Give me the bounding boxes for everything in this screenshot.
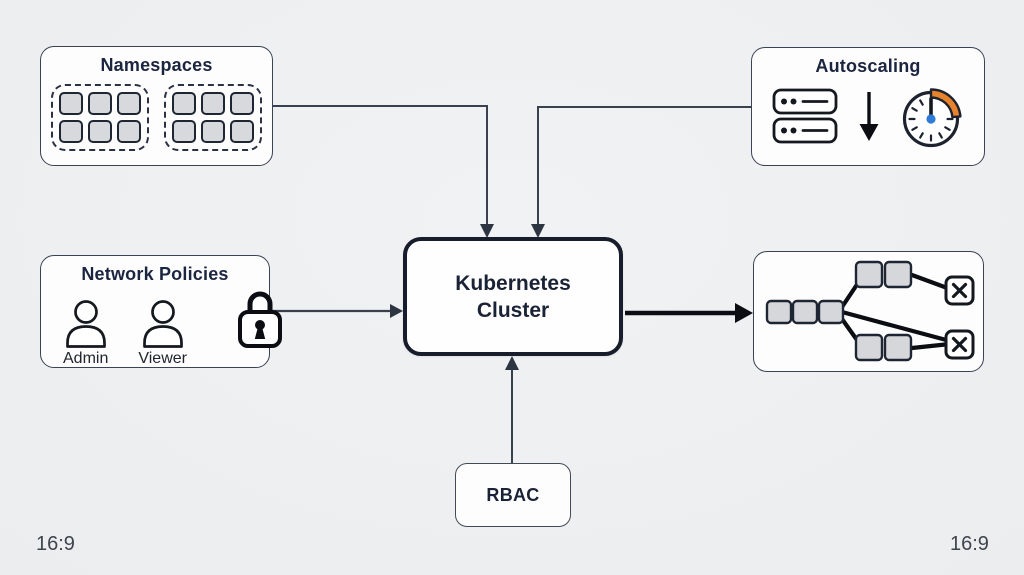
kubernetes-cluster-box: Kubernetes Cluster [403,237,623,356]
pod-icon [88,92,112,115]
pod-icon [88,120,112,143]
kubernetes-cluster-title: Kubernetes Cluster [455,271,571,322]
namespaces-title: Namespaces [100,55,213,75]
aspect-ratio-label-left: 16:9 [36,533,75,555]
rbac-box: RBAC [455,463,571,527]
autoscaling-icons-row [752,77,984,149]
pod-icon [201,120,225,143]
lock-icon [237,291,282,348]
arrowhead-namespaces-to-cluster [480,224,494,238]
namespace-group [51,84,149,151]
aspect-ratio-label-right: 16:9 [950,533,989,555]
scale-down-arrow-icon [859,92,879,141]
user-icon [65,300,106,348]
pod-icon [59,120,83,143]
admin-label: Admin [63,350,109,367]
lock-wrap [237,287,283,354]
x-box-icon [944,329,975,360]
gauge-icon [902,88,962,148]
arrowhead-rbac-to-cluster [505,356,519,370]
viewer-user: Viewer [138,300,187,368]
namespaces-box: Namespaces [40,46,273,166]
pod-icon [59,92,83,115]
server-stack-icon [772,88,838,144]
network-policies-title: Network Policies [81,264,229,284]
arrowhead-cluster-to-rollout [735,303,753,323]
autoscaling-title: Autoscaling [815,56,921,76]
admin-user: Admin [63,300,108,368]
pod-icon [117,92,141,115]
namespace-group [164,84,262,151]
pod-icon [230,92,254,115]
rbac-title: RBAC [486,484,540,505]
pod-icon [117,120,141,143]
pod-icon [201,92,225,115]
rollout-box [753,251,984,372]
rollout-pipeline-graphic [765,260,975,362]
namespace-groups [41,84,272,151]
pod-icon [172,92,196,115]
user-icon [142,300,183,348]
viewer-label: Viewer [138,350,187,367]
pod-icon [230,120,254,143]
network-policies-box: Network Policies Admin Viewer [40,255,282,368]
autoscaling-box: Autoscaling [751,47,985,166]
arrowhead-autoscaling-to-cluster [531,224,545,238]
pod-icon [172,120,196,143]
arrowhead-policies-to-cluster [390,304,403,318]
network-policies-content: Admin Viewer [41,285,282,368]
x-box-icon [944,275,975,306]
